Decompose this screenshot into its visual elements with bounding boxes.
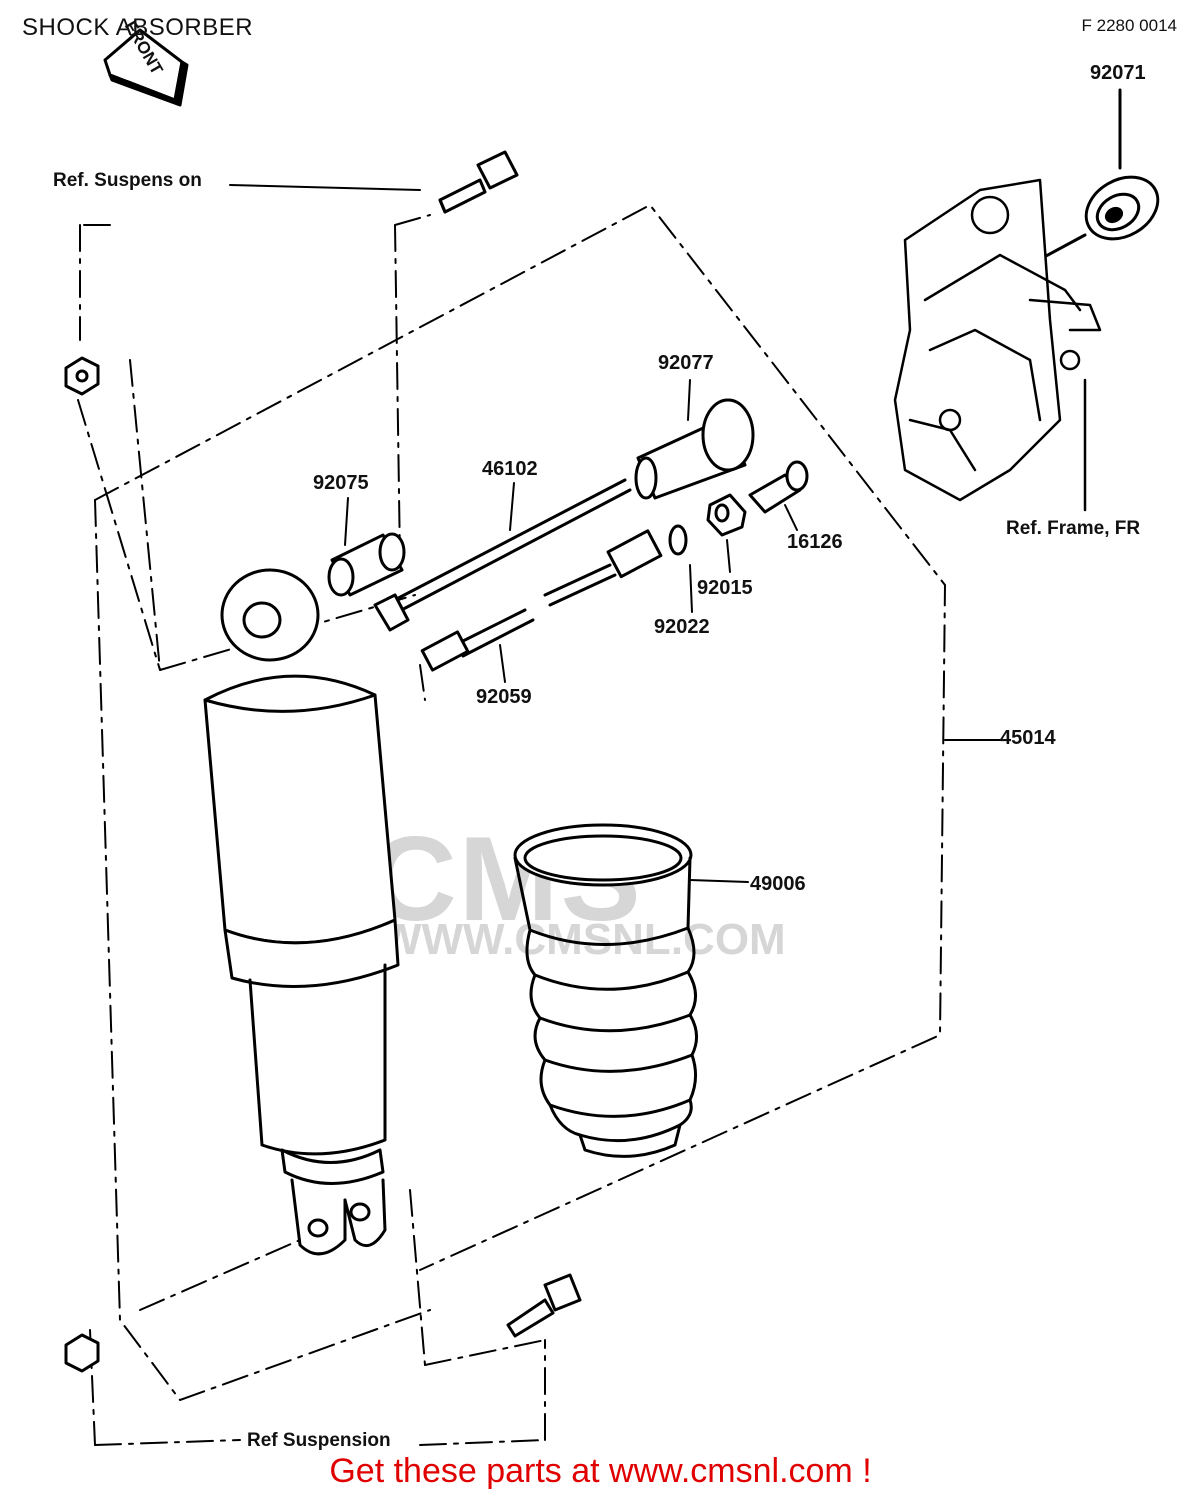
frame-sketch (893, 178, 1102, 512)
part-label-49006: 49006 (750, 873, 806, 895)
page-title: SHOCK ABSORBER (22, 14, 254, 41)
front-arrow (103, 28, 189, 107)
part-label-45014: 45014 (1000, 727, 1056, 749)
part-label-92059: 92059 (476, 686, 532, 708)
part-label-92075: 92075 (313, 472, 369, 494)
order-link[interactable]: Get these parts at www.cmsnl.com ! (329, 1452, 872, 1490)
part-label-92071: 92071 (1090, 62, 1146, 84)
ref-frame: Ref. Frame, FR (1006, 518, 1141, 539)
part-label-16126: 16126 (787, 531, 843, 553)
part-label-92015: 92015 (697, 577, 753, 599)
part-label-92077: 92077 (658, 352, 714, 374)
ref-suspension-top: Ref. Suspens on (53, 170, 202, 191)
ref-suspension-bottom: Ref Suspension (247, 1430, 391, 1451)
shock-body (203, 568, 400, 1256)
part-label-46102: 46102 (482, 458, 538, 480)
watermark-url: WWW.CMSNL.COM (380, 915, 786, 964)
bellows-boot (513, 823, 698, 1158)
figure-reference: F 2280 0014 (1081, 16, 1177, 35)
part-label-92022: 92022 (654, 616, 710, 638)
